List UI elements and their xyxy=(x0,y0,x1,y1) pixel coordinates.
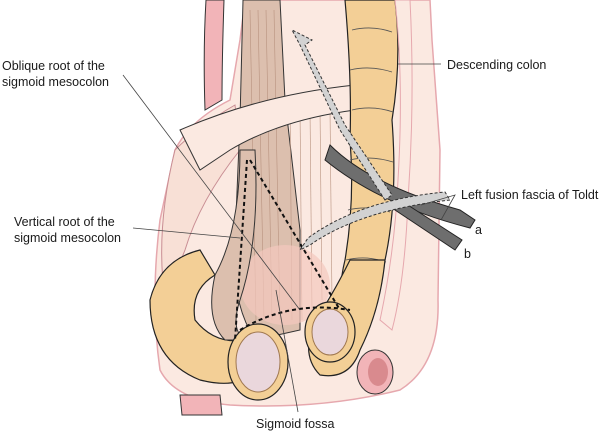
label-vertical-root: Vertical root of the sigmoid mesocolon xyxy=(14,214,121,246)
colon-cut-end-left xyxy=(227,323,289,401)
toldt-fascia-a xyxy=(324,144,476,229)
leader-oblique-root xyxy=(122,74,301,311)
label-layer-b: b xyxy=(464,247,471,261)
arrow-leftward xyxy=(298,191,451,252)
label-oblique-root-line1: Oblique root of the xyxy=(2,59,105,73)
label-oblique-root-line2: sigmoid mesocolon xyxy=(2,75,109,89)
arrow-upward xyxy=(290,28,393,201)
vertical-root-dashes xyxy=(234,159,248,341)
label-toldt-fascia: Left fusion fascia of Toldt xyxy=(461,188,599,202)
label-oblique-root: Oblique root of the sigmoid mesocolon xyxy=(2,58,109,90)
leader-vertical-root xyxy=(132,227,241,239)
oblique-root-dashes xyxy=(249,159,341,311)
vessel-bottom xyxy=(179,394,223,416)
label-vertical-root-line1: Vertical root of the xyxy=(14,215,115,229)
leader-toldt xyxy=(420,194,456,221)
colon-wall-right xyxy=(379,0,413,331)
vessel-left xyxy=(203,0,225,111)
label-sigmoid-fossa: Sigmoid fossa xyxy=(256,417,335,431)
colon-cut-end-right xyxy=(304,301,356,363)
sigmoid-fossa-area xyxy=(240,245,330,325)
fossa-boundary-dashes xyxy=(239,306,351,331)
label-vertical-root-line2: sigmoid mesocolon xyxy=(14,231,121,245)
rectum-stump xyxy=(356,349,394,395)
sigmoid-colon-left xyxy=(149,249,256,384)
label-layer-a: a xyxy=(475,223,482,237)
leader-sigmoid-fossa xyxy=(275,289,299,413)
label-descending-colon: Descending colon xyxy=(447,58,547,72)
